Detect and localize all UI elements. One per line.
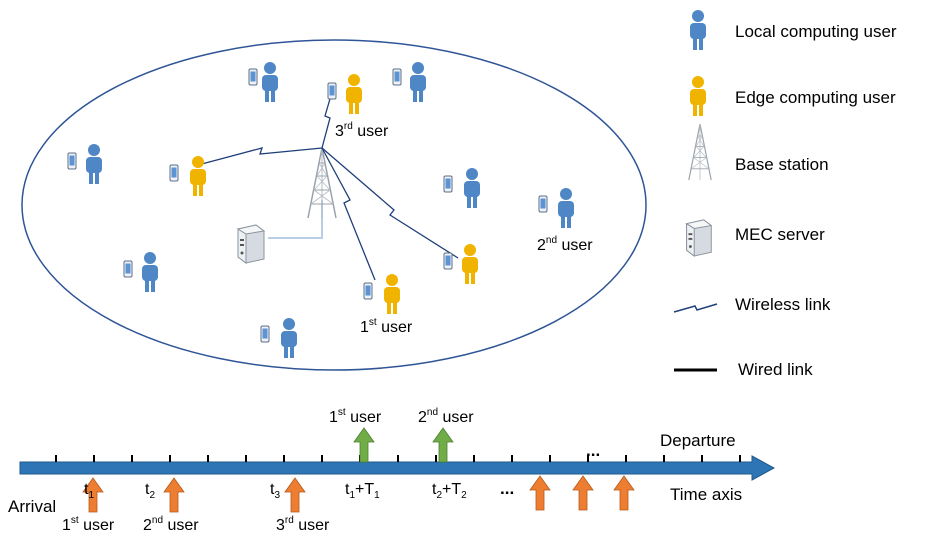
ellipsis-top: ... [586, 441, 600, 460]
legend: Local computing user Edge computing user… [673, 10, 897, 379]
legend-base-station-icon [688, 123, 712, 181]
arrival-arrow-3rd [284, 477, 306, 513]
label-t2: t2 [145, 481, 155, 501]
cell-boundary [21, 39, 647, 371]
axis-ticks [55, 455, 741, 462]
legend-local-icon [690, 10, 706, 50]
local-user [392, 62, 426, 102]
edge-user-left [169, 156, 206, 196]
edge-user-3rd [327, 74, 362, 114]
local-user [123, 252, 158, 292]
legend-wireless-icon [673, 303, 718, 313]
mec-server-icon [237, 224, 265, 264]
departure-label-2nd: 2nd user [418, 407, 474, 426]
arrival-label-3rd: 3rd user [276, 515, 330, 534]
arrival-label-2nd: 2nd user [143, 515, 199, 534]
legend-local-label: Local computing user [735, 22, 897, 41]
legend-edge-icon [690, 76, 706, 116]
wireless-link-1st [321, 147, 376, 281]
time-axis-label: Time axis [670, 485, 742, 504]
arrival-label-1st: 1st user [62, 515, 115, 534]
arrival-arrow-4 [529, 475, 551, 511]
departure-label-1st: 1st user [329, 407, 382, 426]
local-user [538, 188, 574, 228]
arrival-arrow-5 [572, 475, 594, 511]
label-1st-user: 1st user [360, 317, 413, 336]
wireless-link-right [321, 147, 459, 259]
local-user [260, 318, 297, 358]
local-user [443, 168, 480, 208]
label-t2-plus-T2: t2+T2 [432, 481, 467, 501]
arrival-arrow-6 [613, 475, 635, 511]
local-user [67, 144, 102, 184]
arrival-label: Arrival [8, 497, 56, 516]
wired-link-server [268, 200, 323, 239]
departure-arrow-1st [353, 427, 375, 463]
wireless-link-3rd [321, 91, 333, 149]
local-user [248, 62, 278, 102]
base-station-icon [307, 147, 337, 219]
legend-wired-label: Wired link [738, 360, 813, 379]
arrival-arrow-2nd [163, 477, 185, 513]
label-3rd-user: 3rd user [335, 121, 389, 140]
label-t1: t1 [84, 481, 94, 501]
legend-base-station-label: Base station [735, 155, 829, 174]
departure-label: Departure [660, 431, 736, 450]
label-2nd-user: 2nd user [537, 235, 593, 254]
legend-wireless-label: Wireless link [735, 295, 831, 314]
edge-user-right [443, 244, 478, 284]
legend-edge-label: Edge computing user [735, 88, 896, 107]
legend-server-icon [686, 219, 712, 257]
label-t3: t3 [270, 481, 280, 501]
edge-user-1st [363, 274, 400, 314]
label-t1-plus-T1: t1+T1 [345, 481, 380, 501]
wireless-link-left [197, 147, 323, 166]
ellipsis-bottom: ... [500, 479, 514, 498]
legend-server-label: MEC server [735, 225, 825, 244]
time-axis [19, 455, 776, 481]
